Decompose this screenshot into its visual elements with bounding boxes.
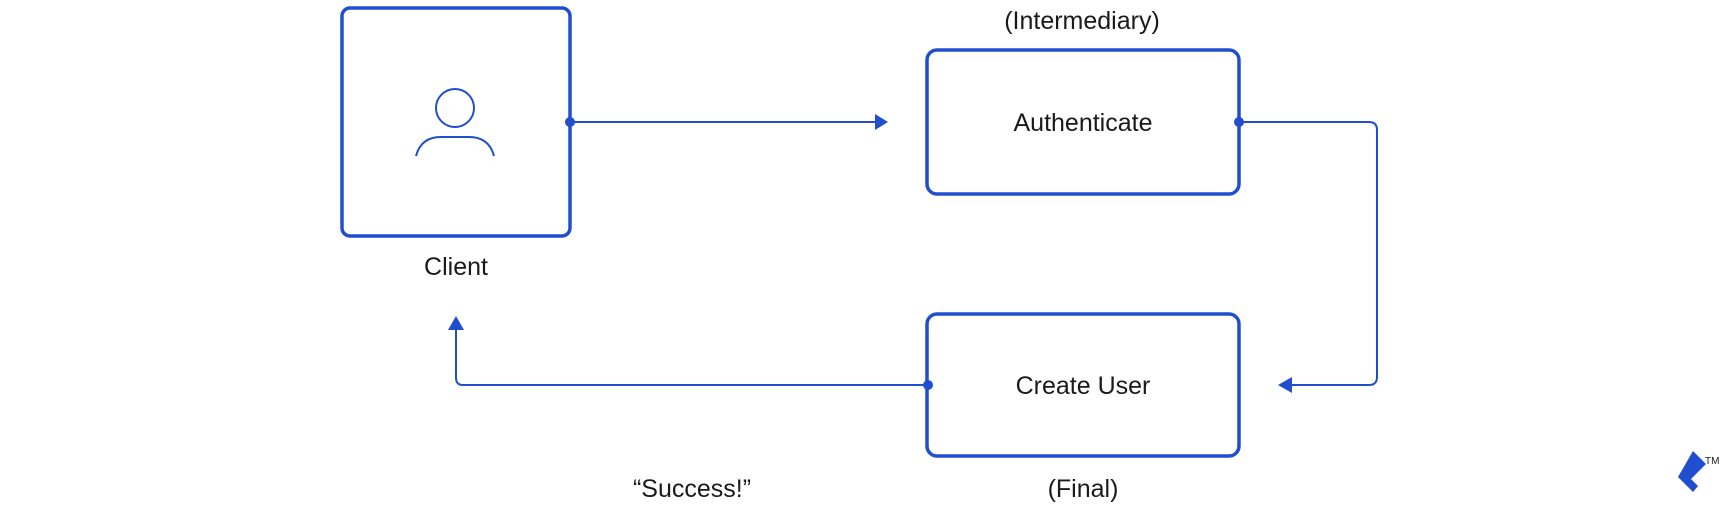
toptal-logo-icon: TM: [1678, 451, 1719, 492]
user-icon: [415, 88, 495, 157]
arrowhead-up: [448, 316, 464, 330]
trademark-mark: TM: [1705, 456, 1719, 467]
create-user-label: Create User: [1016, 372, 1151, 400]
arrow-authenticate-to-create-user: [1234, 117, 1378, 393]
arrow-client-to-authenticate: [565, 114, 888, 130]
authenticate-caption: (Intermediary): [1004, 7, 1160, 35]
create-user-node[interactable]: Create User (Final): [925, 312, 1241, 503]
authenticate-label: Authenticate: [1014, 109, 1153, 137]
arrowhead-left: [1278, 377, 1292, 393]
create-user-caption: (Final): [1048, 475, 1119, 503]
arrow-create-user-to-client: [448, 316, 933, 390]
client-label: Client: [424, 253, 488, 281]
arrowhead-right: [875, 114, 888, 130]
client-node[interactable]: Client: [340, 6, 572, 281]
success-label: “Success!”: [633, 475, 751, 503]
client-box: [340, 6, 572, 238]
authenticate-node[interactable]: (Intermediary) Authenticate: [925, 7, 1241, 196]
